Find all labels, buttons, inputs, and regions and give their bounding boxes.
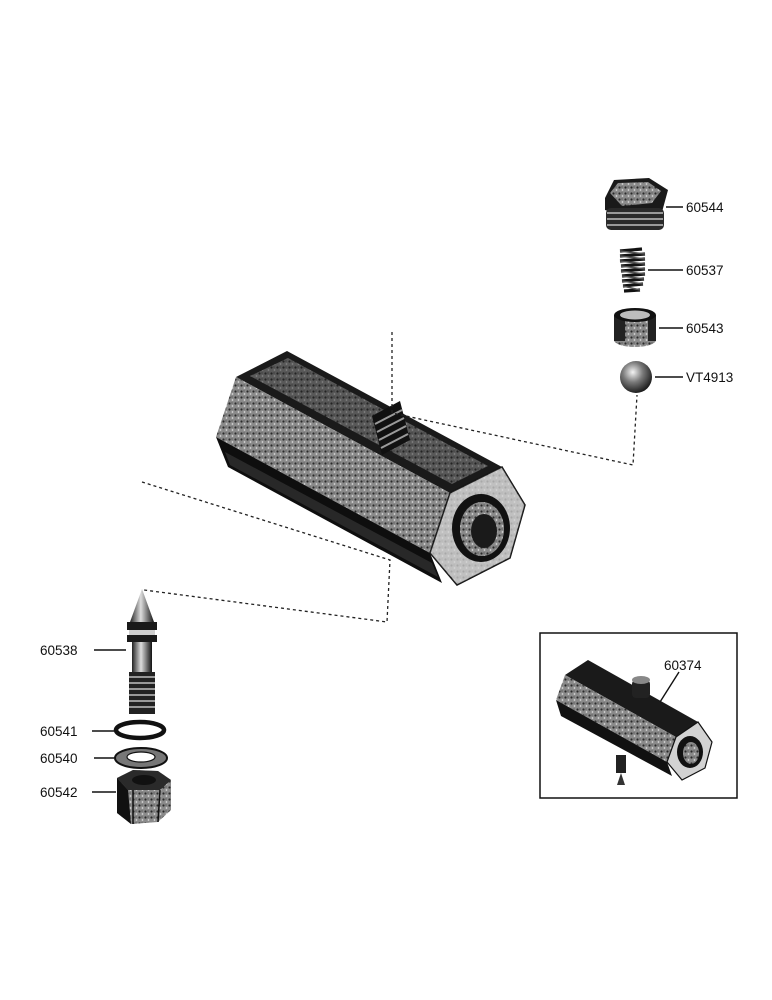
part-label-60537: 60537 bbox=[686, 263, 724, 278]
part-label-60374: 60374 bbox=[664, 658, 702, 673]
needle-fitting-part bbox=[127, 589, 157, 714]
assembly-lines bbox=[141, 332, 638, 623]
assembled-view-inset bbox=[539, 632, 738, 799]
part-label-60538: 60538 bbox=[40, 643, 78, 658]
o-ring-part bbox=[113, 719, 167, 741]
part-label-60544: 60544 bbox=[686, 200, 724, 215]
cross-port bbox=[372, 401, 410, 455]
cap-screw-part bbox=[605, 178, 668, 230]
part-label-60542: 60542 bbox=[40, 785, 78, 800]
washer-part bbox=[114, 747, 168, 769]
spring-part bbox=[619, 247, 646, 293]
part-label-60541: 60541 bbox=[40, 724, 78, 739]
check-ball-part bbox=[620, 361, 652, 393]
part-label-vt4913: VT4913 bbox=[686, 370, 733, 385]
sleeve-part bbox=[614, 308, 656, 347]
part-label-60543: 60543 bbox=[686, 321, 724, 336]
leader-60374 bbox=[659, 671, 680, 703]
hex-valve-body bbox=[216, 351, 526, 586]
hex-nut-part bbox=[117, 770, 171, 824]
part-label-60540: 60540 bbox=[40, 751, 78, 766]
